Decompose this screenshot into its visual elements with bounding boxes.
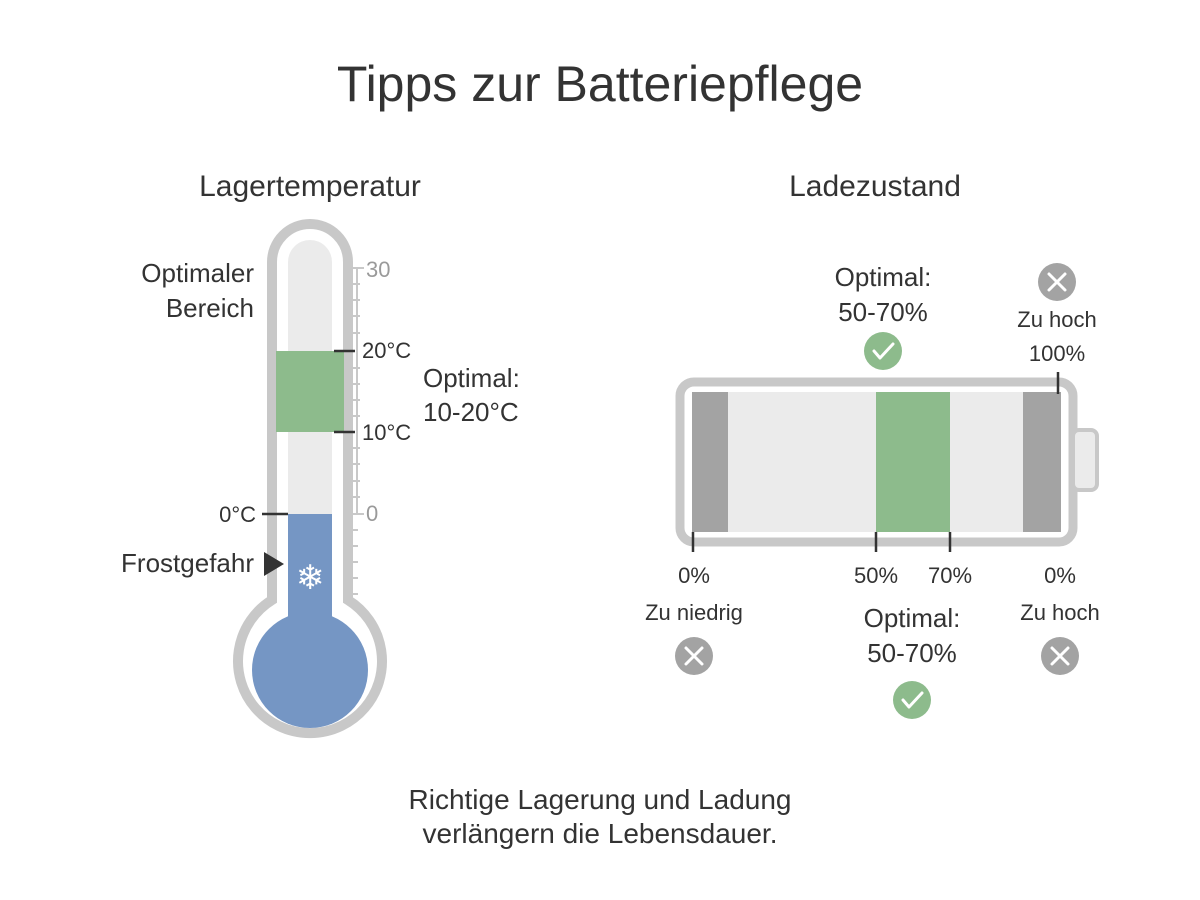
battery-terminal bbox=[1071, 428, 1099, 492]
battery-segment-high bbox=[1023, 392, 1061, 532]
page-title: Tipps zur Batteriepflege bbox=[336, 56, 864, 112]
charge-label-50: 50% bbox=[853, 563, 899, 588]
top-optimal-line-1: Optimal: bbox=[834, 262, 932, 292]
temp-optimal-line-1: Optimal: bbox=[423, 363, 520, 393]
optimal-range-label-line-1: Optimaler bbox=[141, 258, 254, 288]
footer-line-1: Richtige Lagerung und Ladung bbox=[408, 784, 792, 815]
optimal-range-label-line-2: Bereich bbox=[165, 293, 254, 323]
tick-label-0-right: 0 bbox=[366, 501, 379, 526]
tick-label-0-left: 0°C bbox=[219, 502, 256, 527]
thermometer bbox=[233, 219, 387, 739]
cross-icon bbox=[675, 637, 713, 675]
tick-label-20: 20°C bbox=[362, 338, 412, 363]
frost-pointer-icon bbox=[264, 552, 284, 576]
bottom-high-label: Zu hoch bbox=[1020, 600, 1100, 625]
thermometer-optimal-band bbox=[276, 351, 344, 432]
thermometer-bulb-neck bbox=[288, 600, 332, 640]
bottom-optimal-line-2: 50-70% bbox=[867, 638, 957, 668]
battery-ticks bbox=[691, 372, 1060, 552]
top-high-label: Zu hoch bbox=[1017, 307, 1097, 332]
charge-label-0-left: 0% bbox=[678, 563, 710, 588]
check-icon bbox=[864, 332, 902, 370]
footer-note: Richtige Lagerung und Ladung verlängern … bbox=[0, 783, 1200, 851]
check-icon bbox=[893, 681, 931, 719]
battery-segment-low bbox=[692, 392, 728, 532]
cross-icon bbox=[1041, 637, 1079, 675]
battery bbox=[675, 263, 1099, 719]
top-optimal-line-2: 50-70% bbox=[838, 297, 928, 327]
bottom-optimal-line-1: Optimal: bbox=[863, 603, 961, 633]
charge-label-70: 70% bbox=[927, 563, 973, 588]
tick-label-30: 30 bbox=[366, 257, 391, 282]
thermometer-bulb bbox=[252, 612, 368, 728]
temperature-heading: Lagertemperatur bbox=[199, 170, 421, 203]
thermometer-minor-ticks bbox=[350, 267, 364, 595]
charge-heading: Ladezustand bbox=[789, 170, 961, 203]
low-label: Zu niedrig bbox=[645, 600, 743, 625]
temp-optimal-line-2: 10-20°C bbox=[423, 397, 519, 427]
frost-label: Frostgefahr bbox=[121, 548, 254, 578]
tick-label-10: 10°C bbox=[362, 420, 412, 445]
footer-line-2: verlängern die Lebensdauer. bbox=[422, 818, 778, 849]
top-100-label: 100% bbox=[1028, 341, 1086, 366]
cross-icon bbox=[1038, 263, 1076, 301]
charge-label-0-right: 0% bbox=[1044, 563, 1076, 588]
battery-segment-optimal bbox=[876, 392, 950, 532]
snowflake-icon: ❄ bbox=[295, 558, 325, 598]
